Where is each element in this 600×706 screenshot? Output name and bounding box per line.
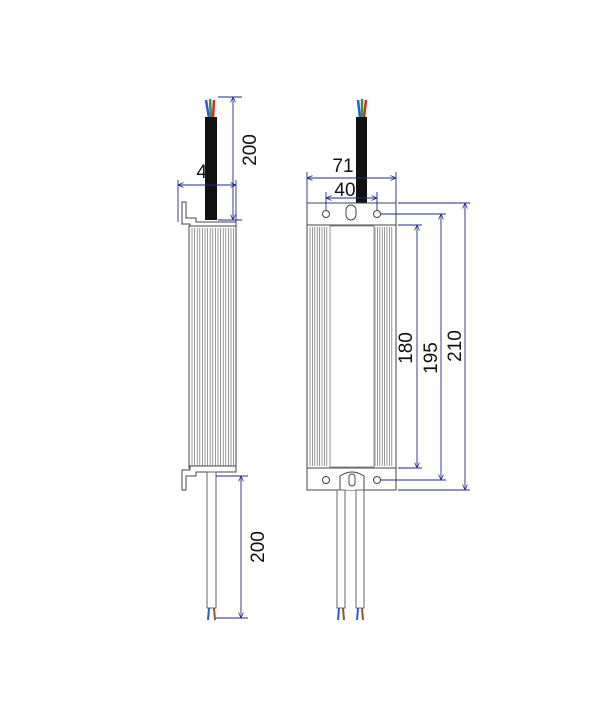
front-top-cable bbox=[356, 117, 367, 221]
front-bottom-cable-right bbox=[355, 489, 365, 609]
side-cable-bottom-label: 200 bbox=[248, 531, 269, 563]
cable-gland-top bbox=[345, 204, 357, 221]
dim-hole-spacing: 40 bbox=[326, 180, 377, 210]
side-bottom-cable bbox=[206, 471, 217, 609]
body-length-label: 180 bbox=[396, 332, 417, 364]
hole-length-label: 195 bbox=[421, 342, 442, 374]
front-body-fins-left bbox=[309, 227, 328, 466]
cable-gland-bottom-slot bbox=[348, 473, 356, 487]
front-body-center-panel bbox=[329, 225, 375, 468]
side-bracket-bottom bbox=[181, 465, 237, 491]
dim-side-cable-top: 200 bbox=[218, 97, 261, 220]
mount-hole-bottom-left bbox=[322, 476, 330, 484]
front-bottom-cable-left bbox=[336, 489, 346, 609]
mount-hole-top-left bbox=[322, 210, 330, 218]
side-view: 46 200 200 bbox=[178, 97, 269, 621]
front-body-fins-right bbox=[374, 227, 393, 466]
dim-body-length: 180 bbox=[396, 225, 422, 468]
hole-spacing-label: 40 bbox=[334, 180, 355, 201]
dim-hole-length: 195 bbox=[380, 214, 446, 480]
side-top-cable bbox=[205, 117, 217, 220]
side-top-wires-icon bbox=[204, 98, 216, 119]
side-width-label: 46 bbox=[196, 162, 217, 183]
dim-front-width: 71 bbox=[307, 156, 396, 203]
mount-hole-bottom-right bbox=[373, 476, 381, 484]
front-top-wires-icon bbox=[356, 99, 368, 119]
mount-hole-top-right bbox=[373, 210, 381, 218]
front-width-label: 71 bbox=[332, 156, 353, 177]
dim-overall-length: 210 bbox=[398, 203, 470, 490]
front-view: 71 40 180 195 210 bbox=[307, 99, 470, 621]
side-cable-top-label: 200 bbox=[240, 134, 261, 166]
side-body-fins bbox=[191, 228, 234, 466]
dim-side-width: 46 bbox=[178, 162, 236, 222]
side-bottom-wires-icon bbox=[207, 607, 216, 621]
dim-side-cable-bottom: 200 bbox=[216, 476, 269, 618]
front-bottom-wires-icon bbox=[337, 607, 364, 621]
overall-length-label: 210 bbox=[445, 330, 466, 362]
